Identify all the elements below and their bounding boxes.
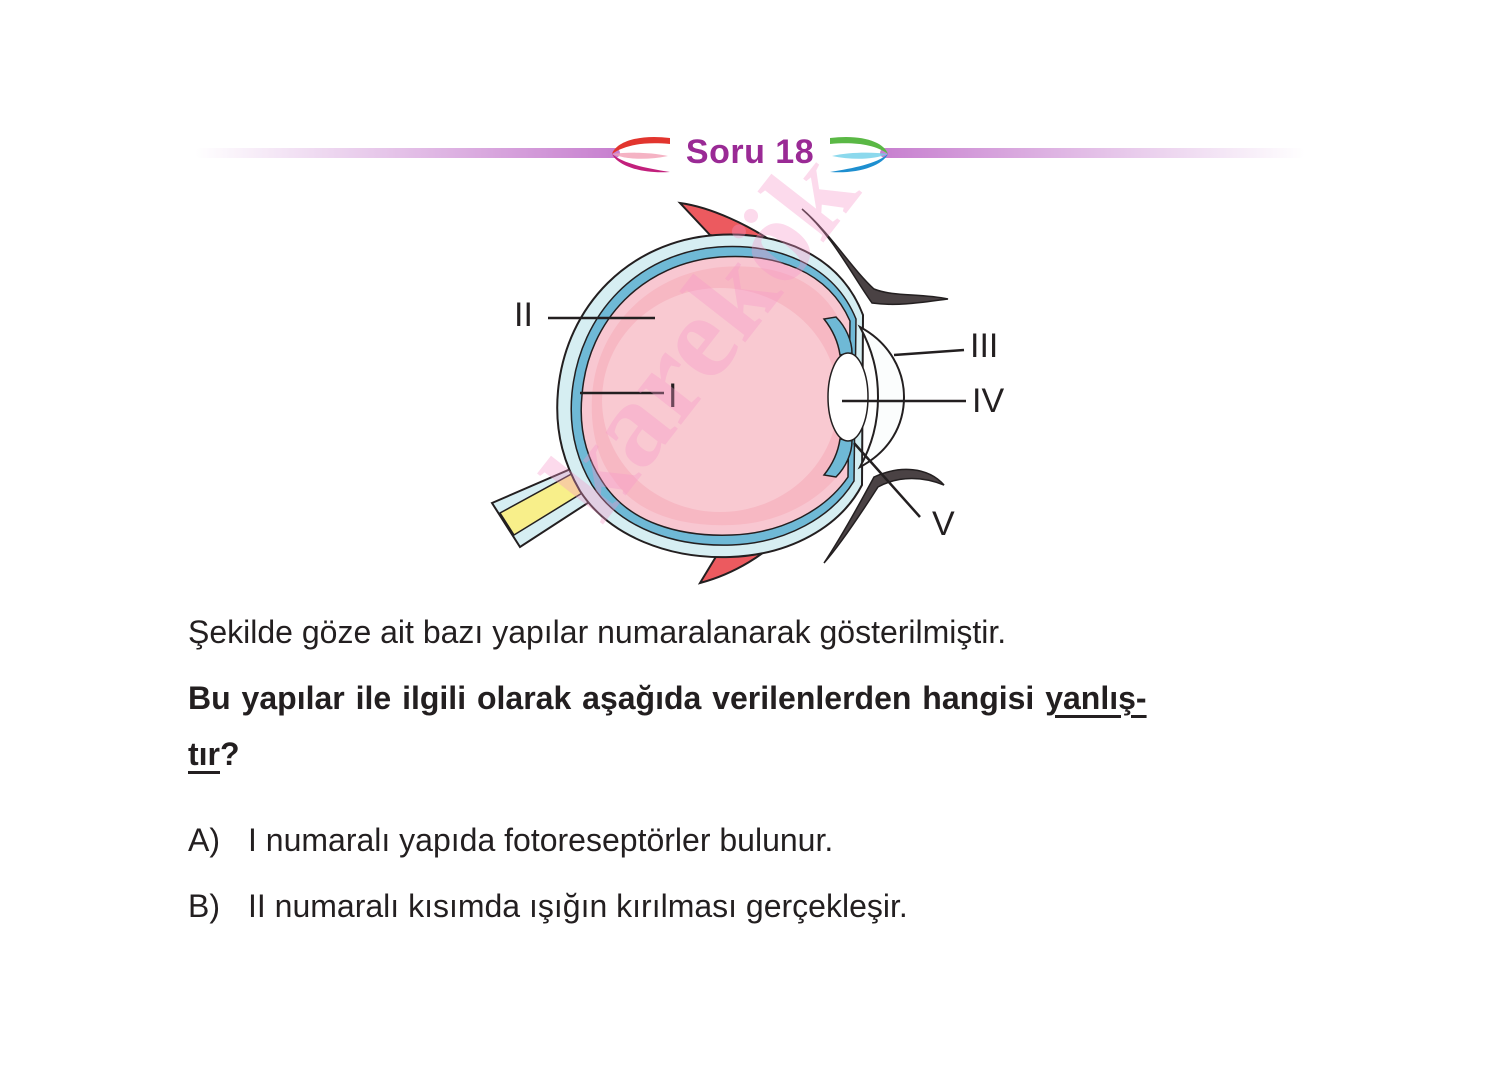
- question-underlined-part2: tır: [188, 736, 220, 772]
- label-i: I: [668, 377, 678, 415]
- question-underlined-part1: yanlış-: [1045, 680, 1147, 716]
- question-mark: ?: [220, 736, 240, 772]
- label-ii: II: [514, 296, 533, 334]
- header-line-left: [195, 148, 620, 158]
- option-a-text: I numaralı yapıda fotoreseptörler bulunu…: [248, 822, 834, 858]
- intro-text: Şekilde göze ait bazı yapılar numaralana…: [188, 614, 1007, 650]
- option-b-letter: B): [188, 888, 220, 924]
- left-swoosh-icon: [612, 136, 670, 173]
- label-iv: IV: [972, 382, 1005, 420]
- option-a-letter: A): [188, 822, 220, 858]
- eye-diagram: II I III IV V: [480, 195, 1040, 595]
- label-v: V: [932, 505, 955, 543]
- right-swoosh-icon: [830, 136, 888, 173]
- question-title: Soru 18: [685, 133, 815, 171]
- question-header: Soru 18: [0, 120, 1500, 190]
- option-b[interactable]: B) II numaralı kısımda ışığın kırılması g…: [188, 888, 908, 925]
- option-b-text: II numaralı kısımda ışığın kırılması ger…: [248, 888, 908, 924]
- header-line-right: [880, 148, 1305, 158]
- option-a[interactable]: A) I numaralı yapıda fotoreseptörler bulu…: [188, 822, 833, 859]
- label-iii: III: [970, 327, 999, 365]
- question-main: Bu yapılar ile ilgili olarak aşağıda ver…: [188, 680, 1046, 716]
- question-text: Bu yapılar ile ilgili olarak aşağıda ver…: [188, 670, 1318, 782]
- eye-cross-section: [490, 201, 966, 585]
